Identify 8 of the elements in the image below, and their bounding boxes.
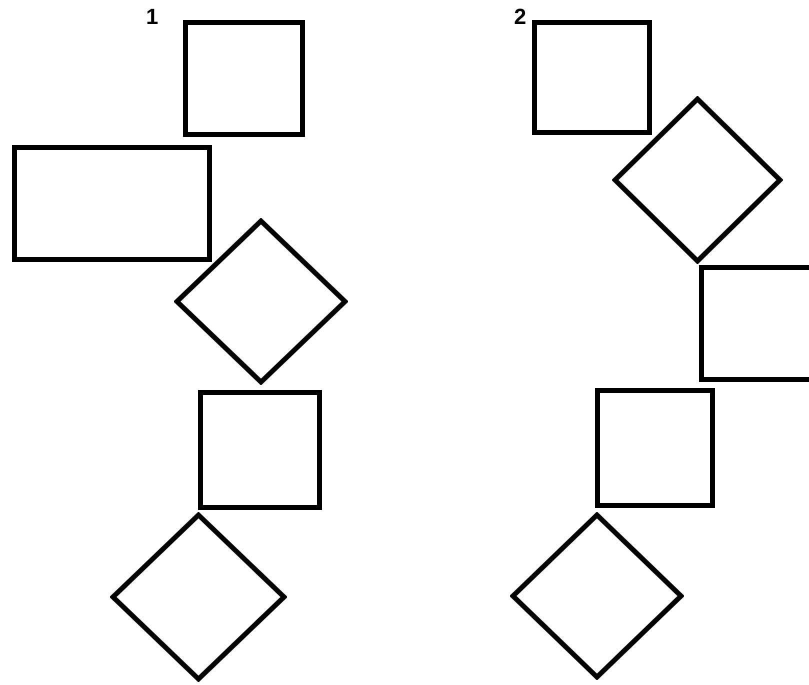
figure-number: 1 <box>146 6 158 28</box>
square-box <box>12 145 212 262</box>
square-box <box>183 20 305 137</box>
square-box <box>532 20 652 135</box>
figure-number: 2 <box>514 6 526 28</box>
square-box <box>595 388 715 508</box>
square-box <box>699 265 809 382</box>
square-box <box>198 390 322 510</box>
